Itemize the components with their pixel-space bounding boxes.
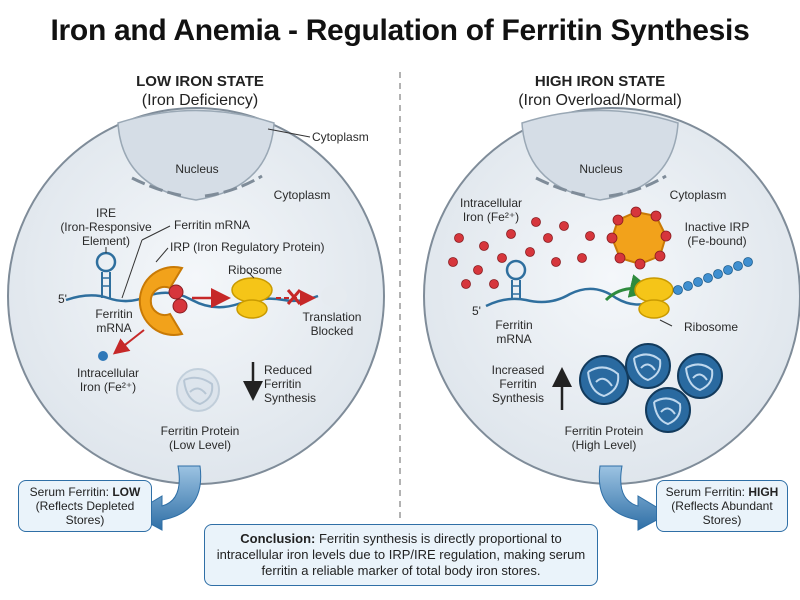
left-iron-dot	[98, 351, 108, 361]
left-reduced-synthesis-label: Reduced Ferritin Synthesis	[264, 363, 317, 405]
right-ferritin-mrna-label: Ferritin mRNA	[495, 318, 533, 346]
conclusion-text: Ferritin synthesis is directly proportio…	[216, 531, 586, 578]
left-ferritin-mrna-top-label: Ferritin mRNA	[174, 218, 251, 232]
right-inactive-irp-label: Inactive IRP (Fe-bound)	[684, 220, 750, 248]
right-increased-synthesis-label: Increased Ferritin Synthesis	[491, 363, 545, 405]
left-ribosome	[231, 277, 273, 303]
right-mrna	[485, 287, 663, 308]
right-serum-label: Serum Ferritin:	[665, 485, 749, 499]
right-ribosome	[634, 277, 674, 303]
low-iron-title: LOW IRON STATE	[136, 73, 264, 90]
left-ferritin-protein	[176, 368, 220, 412]
left-ribosome-label: Ribosome	[227, 263, 283, 277]
low-iron-heading: LOW IRON STATE (Iron Deficiency)	[95, 72, 305, 110]
high-iron-heading: HIGH IRON STATE (Iron Overload/Normal)	[475, 72, 725, 110]
left-five-prime-label: 5'	[58, 292, 67, 306]
right-ire	[505, 259, 527, 281]
block-x-icon	[286, 289, 302, 305]
left-nucleus	[117, 109, 275, 201]
left-irp	[138, 266, 184, 336]
high-iron-subtitle: (Iron Overload/Normal)	[518, 92, 682, 109]
low-iron-subtitle: (Iron Deficiency)	[141, 92, 259, 109]
left-ire-label: IRE (Iron-Responsive Element)	[60, 206, 152, 248]
left-cytoplasm-outer-label: Cytoplasm	[312, 130, 369, 144]
right-intracellular-iron-label: Intracellular Iron (Fe²⁺)	[459, 196, 523, 224]
left-irp-label: IRP (Iron Regulatory Protein)	[170, 240, 325, 254]
right-five-prime-label: 5'	[472, 304, 481, 318]
conclusion-box: Conclusion: Ferritin synthesis is direct…	[204, 524, 598, 586]
right-iron-dots	[448, 217, 595, 289]
right-nucleus-label: Nucleus	[579, 162, 623, 176]
left-nucleus-label: Nucleus	[175, 162, 219, 176]
left-cytoplasm-pointer	[267, 128, 311, 138]
left-intracellular-iron-label: Intracellular Iron (Fe²⁺)	[76, 366, 140, 394]
right-serum-box: Serum Ferritin: HIGH (Reflects Abundant …	[656, 480, 788, 532]
left-serum-value: LOW	[112, 485, 141, 499]
right-ribosome-label: Ribosome	[683, 320, 739, 334]
right-peptide-chain	[673, 257, 753, 295]
left-serum-box: Serum Ferritin: LOW (Reflects Depleted S…	[18, 480, 152, 532]
conclusion-label: Conclusion:	[240, 531, 316, 546]
left-cytoplasm-label: Cytoplasm	[273, 188, 331, 202]
right-serum-arrow	[598, 465, 670, 531]
left-serum-label: Serum Ferritin:	[29, 485, 113, 499]
right-cytoplasm-label: Cytoplasm	[669, 188, 727, 202]
right-serum-line: Serum Ferritin: HIGH	[659, 485, 785, 499]
right-nucleus	[521, 109, 679, 201]
high-iron-title: HIGH IRON STATE	[534, 73, 666, 90]
right-ferritin-proteins	[579, 343, 723, 433]
right-ferritin-protein-label: Ferritin Protein (High Level)	[564, 424, 644, 452]
left-mrna	[65, 291, 319, 309]
left-ferritin-protein-label: Ferritin Protein (Low Level)	[160, 424, 240, 452]
right-serum-note: (Reflects Abundant Stores)	[671, 499, 773, 527]
left-serum-note: (Reflects Depleted Stores)	[35, 499, 135, 527]
right-serum-value: HIGH	[748, 485, 779, 499]
left-ferritin-mrna-label: Ferritin mRNA	[95, 307, 133, 335]
left-translation-blocked-label: Translation Blocked	[302, 310, 362, 338]
left-serum-line: Serum Ferritin: LOW	[21, 485, 149, 499]
page-title: Iron and Anemia - Regulation of Ferritin…	[50, 14, 750, 47]
